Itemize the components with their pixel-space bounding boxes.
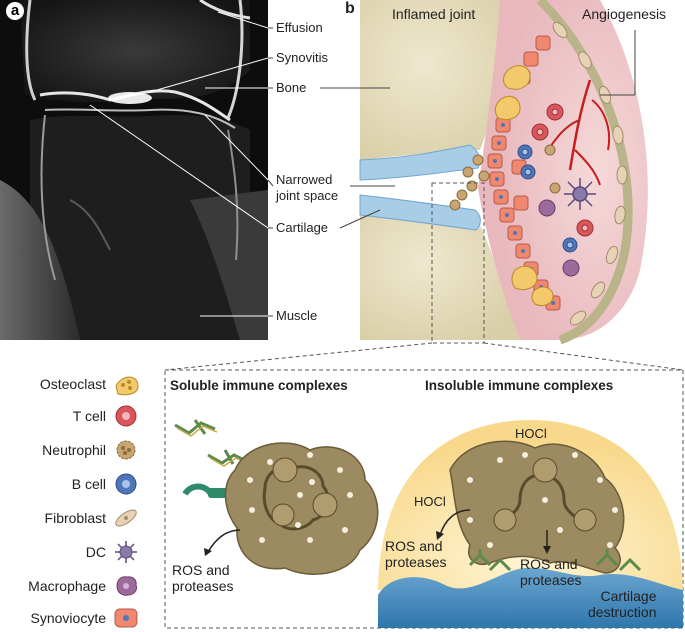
legend-label: Neutrophil: [42, 442, 106, 458]
label-narrowed-joint-space: Narrowed joint space: [276, 172, 339, 203]
legend-label: DC: [85, 544, 106, 560]
label-synovitis: Synovitis: [276, 50, 329, 65]
legend-item: Synoviocyte: [0, 606, 150, 632]
legend-item: B cell: [0, 472, 150, 498]
panel-a: a: [0, 0, 268, 340]
fibroblast-icon: [115, 509, 137, 527]
legend-item: T cell: [0, 404, 150, 430]
legend-label: Synoviocyte: [30, 610, 106, 626]
hocl-left-label: HOCl: [414, 494, 446, 509]
label-muscle: Muscle: [276, 308, 318, 323]
cartilage-destruction-label: Cartilage destruction: [588, 588, 656, 620]
macrophage-icon: [116, 576, 137, 596]
legend-item: Fibroblast: [0, 506, 150, 532]
b-cell-icon: [115, 473, 137, 495]
legend-label: Fibroblast: [44, 510, 106, 526]
mri-knee-image: [0, 0, 268, 340]
synoviocyte-icon: [114, 608, 138, 628]
soluble-ros-label: ROS and proteases: [172, 562, 233, 594]
ros-mid-line2: proteases: [520, 572, 582, 588]
ros-left-line1: ROS and: [385, 538, 443, 554]
soluble-title: Soluble immune complexes: [170, 378, 348, 393]
label-angiogenesis: Angiogenesis: [582, 6, 667, 22]
soluble-ros-line2: proteases: [172, 578, 234, 594]
legend-label: B cell: [71, 476, 106, 492]
ros-left-label: ROS and proteases: [385, 538, 446, 570]
inflamed-joint-illustration: [320, 0, 648, 345]
legend-label: Macrophage: [28, 578, 106, 594]
cartilage-destruction-line2: destruction: [588, 604, 657, 620]
panel-a-letter: a: [6, 2, 24, 20]
legend-item: Osteoclast: [0, 372, 150, 398]
osteoclast-icon: [115, 376, 139, 396]
legend: Osteoclast T cell Neutrophil B cell Fibr…: [0, 368, 160, 630]
soluble-ros-line1: ROS and: [172, 562, 230, 578]
dc-icon: [115, 541, 137, 563]
panel-b-title: Inflamed joint: [392, 6, 476, 22]
neutrophil-icon: [116, 440, 136, 460]
label-effusion: Effusion: [276, 20, 323, 35]
insoluble-title: Insoluble immune complexes: [425, 378, 614, 393]
legend-item: DC: [0, 540, 150, 566]
ros-mid-line1: ROS and: [520, 556, 578, 572]
legend-label: T cell: [72, 408, 106, 424]
ros-left-line2: proteases: [385, 554, 447, 570]
t-cell-icon: [115, 405, 137, 427]
panel-b-letter: b: [345, 0, 355, 17]
cartilage-destruction-line1: Cartilage: [600, 588, 657, 604]
legend-item: Macrophage: [0, 574, 150, 600]
label-bone-mri: Bone: [276, 80, 307, 95]
hocl-top-label: HOCl: [515, 426, 547, 441]
ros-mid-label: ROS and proteases: [520, 556, 581, 588]
legend-item: Neutrophil: [0, 438, 150, 464]
legend-label: Osteoclast: [39, 376, 106, 392]
label-cartilage: Cartilage: [276, 220, 329, 235]
